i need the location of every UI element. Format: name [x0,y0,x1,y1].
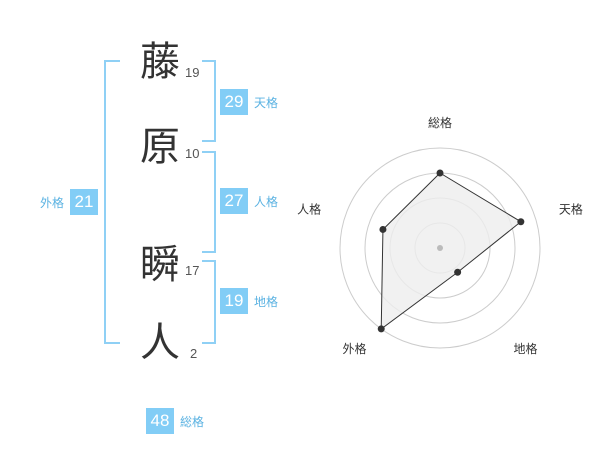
gaikaku-bracket [104,60,120,344]
tenkaku-value: 29 [220,89,248,115]
jinkaku-label: 人格 [254,194,279,209]
chikaku-label: 地格 [254,294,279,309]
chikaku-value: 19 [220,288,248,314]
soukaku-value: 48 [146,408,174,434]
name-char-1: 藤 [140,39,180,85]
stroke-count-3: 17 [185,263,200,278]
radar-data-polygon [380,172,522,330]
tenkaku-badge: 29 天格 [220,89,278,115]
name-char-4: 人 [140,320,180,366]
chikaku-bracket [202,260,216,344]
jinkaku-badge: 27 人格 [220,188,278,214]
radar-axis-label-4: 外格 [343,341,367,356]
radar-point-5 [379,225,387,233]
stroke-count-4: 2 [190,346,198,361]
radar-center-dot [437,245,443,251]
chikaku-badge: 19 地格 [220,288,278,314]
name-char-2: 原 [140,124,180,170]
jinkaku-bracket [202,151,216,253]
soukaku-badge: 48 総格 [146,408,204,434]
radar-axis-label-5: 人格 [297,201,321,216]
radar-point-4 [377,325,385,333]
gaikaku-label: 外格 [40,195,65,210]
radar-axis-label-2: 天格 [559,201,583,216]
radar-point-2 [517,218,525,226]
radar-point-1 [436,169,444,177]
gaikaku-value: 21 [70,189,99,215]
radar-grid-ring-4 [339,147,541,349]
stroke-count-1: 19 [185,65,200,80]
tenkaku-label: 天格 [254,95,279,110]
radar-point-3 [454,268,462,276]
jinkaku-value: 27 [220,188,248,214]
soukaku-label: 総格 [180,414,205,429]
gaikaku-badge: 外格 21 [40,189,99,215]
name-char-3: 瞬 [140,242,180,288]
tenkaku-bracket [202,60,216,142]
radar-axis-label-1: 総格 [428,115,452,130]
radar-axis-label-3: 地格 [513,341,537,356]
stroke-count-2: 10 [185,146,200,161]
